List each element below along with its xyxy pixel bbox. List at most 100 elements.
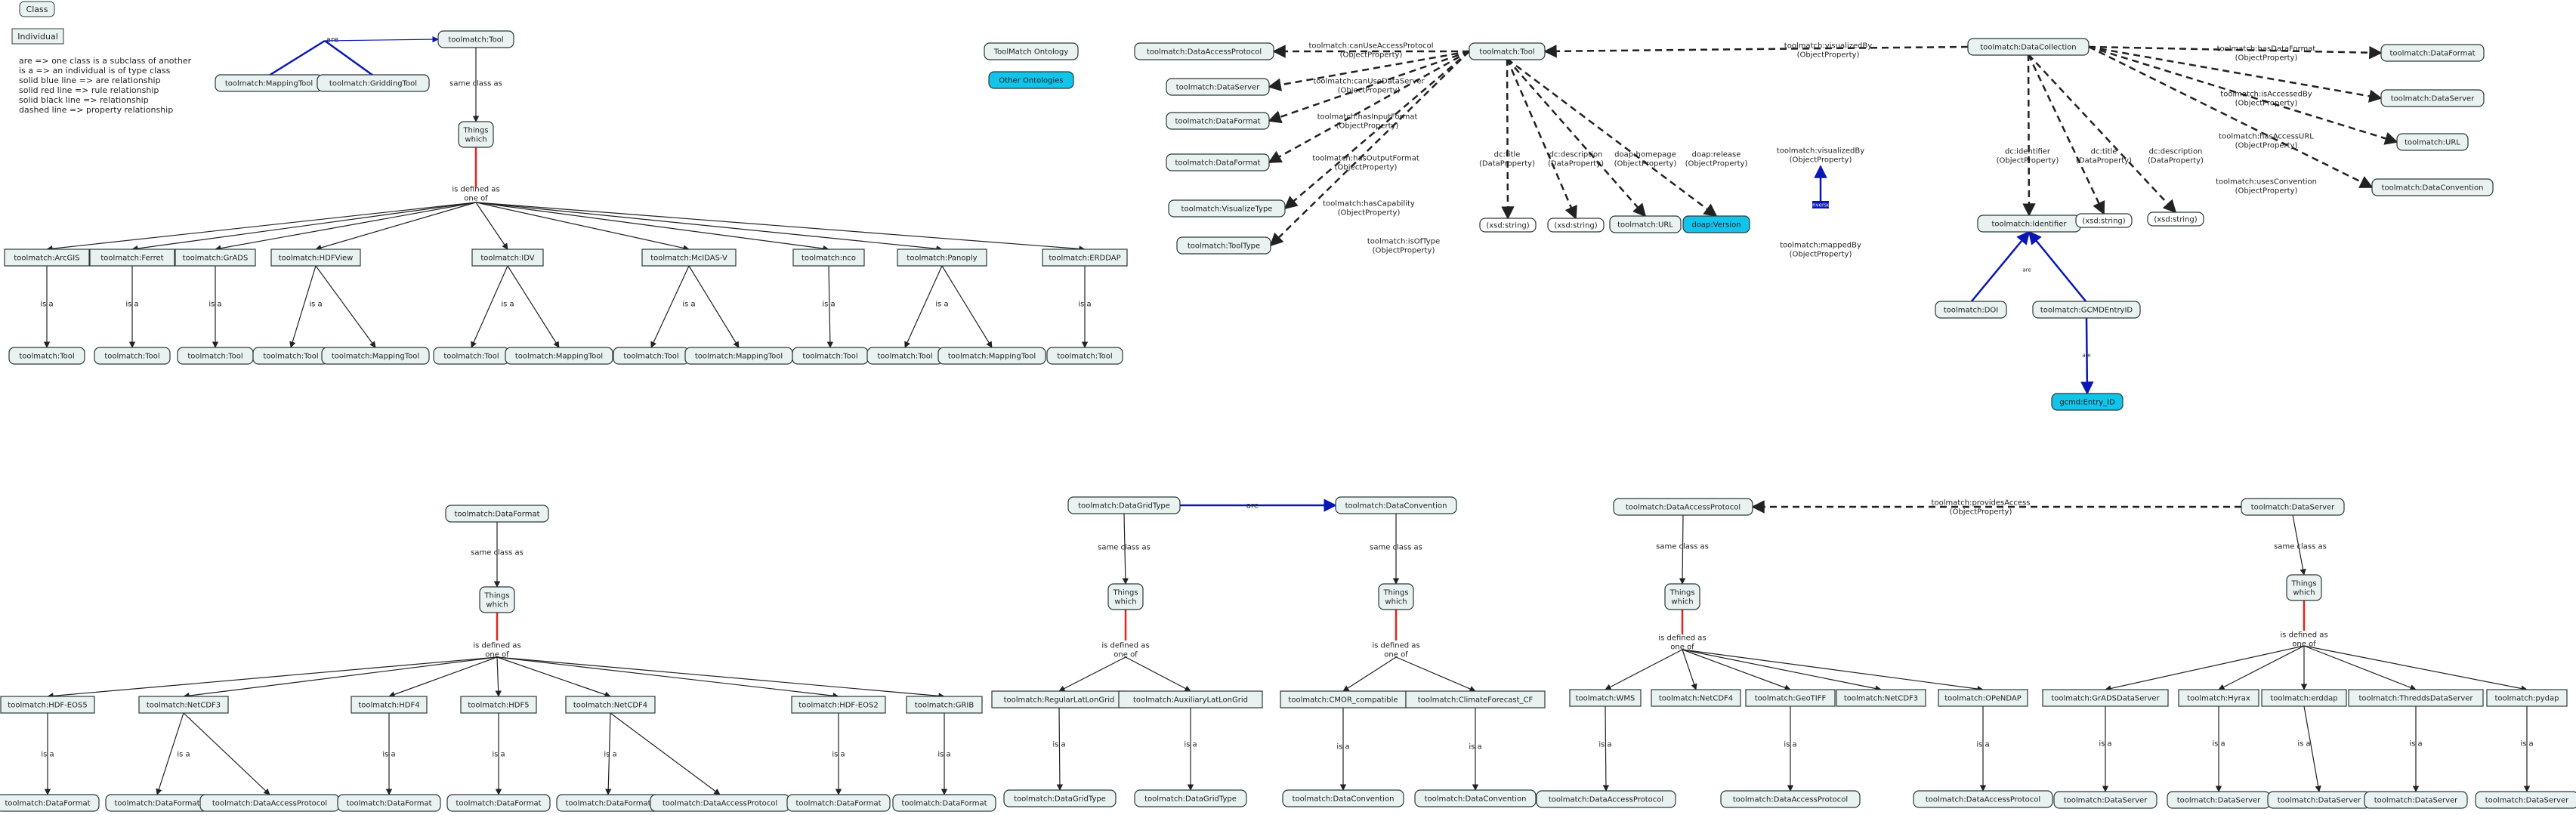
node-xsd-4: (xsd:string)	[2147, 211, 2204, 227]
node-label-ds-1: toolmatch:DataServer	[1176, 84, 1260, 92]
node-leaf4-6: toolmatch:DataAccessProtocol	[650, 794, 790, 812]
node-leaf1-6: toolmatch:MappingTool	[505, 347, 613, 365]
node-label-leaf6b-4: toolmatch:DataServer	[2485, 797, 2569, 805]
label-same-class-5b: same class as	[1370, 544, 1422, 552]
node-xsd-2: (xsd:string)	[1547, 218, 1605, 233]
edge-isa-1-7	[650, 265, 690, 348]
node-label-tool-toolmatch-ferret: toolmatch:Ferret	[100, 255, 163, 263]
node-leaf6a-2: toolmatch:DataAccessProtocol	[1913, 790, 2053, 808]
edge-hasAccessURL	[2088, 45, 2398, 145]
node-label-leaf1-2: toolmatch:Tool	[187, 353, 242, 361]
label-isa-1-5: is a	[682, 301, 695, 309]
node-label-pr-4: toolmatch:OPeNDAP	[1944, 695, 2022, 703]
node-label-leaf4-1: toolmatch:DataFormat	[114, 800, 199, 808]
node-label-leaf6b-1: toolmatch:DataServer	[2177, 797, 2261, 805]
node-tool-toolmatch-grads: toolmatch:GrADS	[175, 249, 256, 267]
node-label-gt-0: toolmatch:RegularLatLonGrid	[1004, 696, 1115, 705]
edge-isa-4-5	[605, 712, 612, 795]
label-are-dgt: are	[1246, 502, 1259, 511]
node-ds-top: toolmatch:DataServer	[2241, 498, 2345, 516]
node-ver: doap:Version	[1682, 215, 1750, 233]
node-leaf1-11: toolmatch:MappingTool	[937, 347, 1046, 365]
node-df-top: toolmatch:DataFormat	[445, 505, 549, 523]
node-legend-other-ontologies: Other Ontologies	[988, 71, 1074, 89]
node-doi: toolmatch:DOI	[1935, 301, 2007, 319]
node-label-cv-0: toolmatch:CMOR_compatible	[1288, 696, 1398, 705]
legend-class-box: Class	[19, 1, 55, 17]
edge-visualizedBy-long	[1543, 45, 1969, 58]
node-label-leaf1-1: toolmatch:Tool	[104, 353, 159, 361]
node-sv-1: toolmatch:Hyrax	[2178, 689, 2259, 707]
edge-isa-4-6	[610, 712, 721, 795]
node-label-leaf4-5: toolmatch:DataFormat	[565, 800, 650, 808]
edge-defined-toolmatch-ferret	[131, 202, 477, 252]
edge-are-tool	[324, 36, 439, 43]
edge-defined-toolmatch-erddap	[475, 202, 1086, 252]
edge-defined-toolmatch-idv	[475, 202, 508, 250]
node-label-leaf4-7: toolmatch:DataFormat	[795, 800, 881, 808]
node-label-ds-top: toolmatch:DataServer	[2251, 504, 2335, 512]
label-usesConvention: toolmatch:usesConvention(ObjectProperty)	[2216, 178, 2317, 196]
node-label-leaf1-5: toolmatch:Tool	[443, 353, 499, 361]
edge-layer	[43, 36, 2531, 795]
edge-defined-fmt-3	[495, 656, 502, 697]
node-label-leaf4-6: toolmatch:DataAccessProtocol	[663, 800, 777, 808]
node-pr-1: toolmatch:NetCDF4	[1651, 689, 1741, 707]
edge-defined-pr-4	[1682, 649, 1984, 693]
node-label-leaf6a-0: toolmatch:DataAccessProtocol	[1549, 796, 1663, 804]
node-label-leaf5a-0: toolmatch:DataGridType	[1014, 795, 1106, 804]
edge-isa-1-8	[688, 265, 740, 348]
label-isa-6b-1: is a	[2212, 740, 2225, 749]
label-visualizedBy-long: toolmatch:visualizedBy(ObjectProperty)	[1784, 42, 1872, 60]
node-label-dconv: toolmatch:DataConvention	[1345, 502, 1447, 511]
node-label-leaf6b-2: toolmatch:DataServer	[2278, 797, 2361, 805]
node-leaf4-8: toolmatch:DataFormat	[892, 794, 996, 812]
edge-defined-sv-1	[2218, 645, 2305, 690]
node-tool-toolmatch-erddap: toolmatch:ERDDAP	[1042, 249, 1128, 267]
node-cv-0: toolmatch:CMOR_compatible	[1280, 690, 1407, 708]
edge-isAccessedBy	[2088, 45, 2383, 103]
label-isAccessedBy: toolmatch:isAccessedBy(ObjectProperty)	[2220, 91, 2312, 108]
label-same-class-4: same class as	[471, 549, 524, 557]
node-label-leaf5b-1: toolmatch:DataConvention	[1425, 795, 1527, 804]
node-label-leaf4-2: toolmatch:DataAccessProtocol	[212, 800, 327, 808]
node-leaf6b-2: toolmatch:DataServer	[2267, 791, 2371, 809]
node-url-1: toolmatch:URL	[1609, 215, 1682, 233]
edge-isOfType	[1269, 51, 1470, 247]
node-gt-0: toolmatch:RegularLatLonGrid	[991, 690, 1127, 708]
node-leaf1-10: toolmatch:Tool	[866, 347, 944, 365]
label-are-doi: are	[2022, 267, 2031, 273]
node-label-leaf4-3: toolmatch:DataFormat	[346, 800, 431, 808]
node-label-leaf1-6: toolmatch:MappingTool	[515, 353, 603, 361]
label-hasDataFormat: toolmatch:hasDataFormat(ObjectProperty)	[2217, 45, 2316, 63]
node-label-gridding-tool: toolmatch:GriddingTool	[329, 80, 417, 88]
node-tt: toolmatch:ToolType	[1176, 236, 1271, 255]
node-label-leaf4-8: toolmatch:DataFormat	[901, 800, 987, 808]
label-isa-6a-2: is a	[1976, 741, 1989, 749]
node-leaf6b-4: toolmatch:DataServer	[2475, 791, 2576, 809]
edge-isa-6a-0	[1602, 705, 1610, 792]
edge-hasInputFormat	[1268, 50, 1470, 124]
node-cv-1: toolmatch:ClimateForecast_CF	[1405, 690, 1546, 708]
label-are-gcmd-ext: are	[2082, 352, 2090, 358]
node-label-pr-0: toolmatch:WMS	[1576, 695, 1635, 703]
node-label-leaf1-7: toolmatch:Tool	[623, 353, 678, 361]
edge-isa-1-5	[471, 265, 508, 348]
edge-isa-1-11	[941, 265, 993, 348]
label-isa-6b-4: is a	[2520, 740, 2533, 749]
node-gcmd-ext: gcmd:Entry_ID	[2051, 393, 2124, 411]
node-label-dc: toolmatch:DataCollection	[1980, 44, 2076, 52]
node-df-3: toolmatch:DataFormat	[2380, 44, 2485, 62]
edge-are-gcmd	[2028, 230, 2087, 303]
label-visualizedBy: toolmatch:visualizedBy(ObjectProperty)	[1777, 147, 1864, 165]
legend-note-3: solid red line => rule relationship	[19, 85, 159, 95]
edge-isa-4-1	[156, 712, 184, 795]
node-sv-2: toolmatch:erddap	[2261, 689, 2347, 707]
